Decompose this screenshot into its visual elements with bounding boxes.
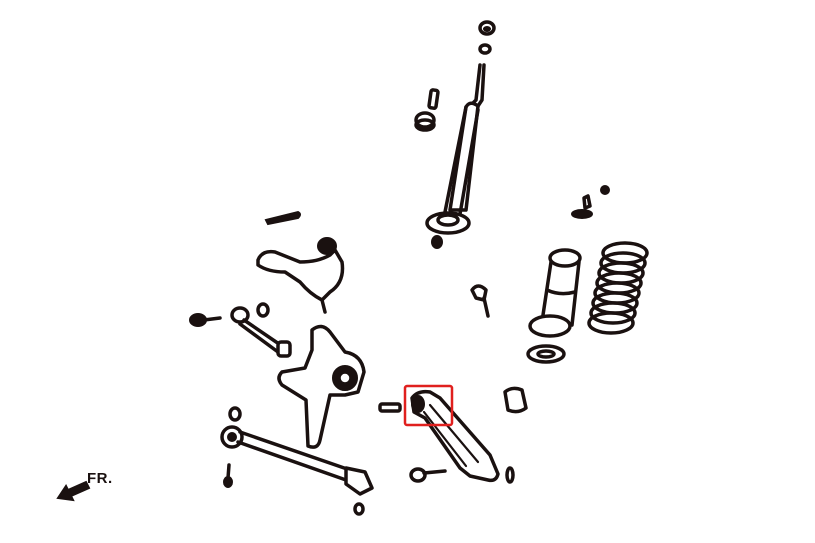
arrow-left-down-icon [56, 480, 91, 502]
lower-control-arm [410, 389, 500, 483]
trailing-rod [220, 425, 374, 496]
toe-link [189, 302, 292, 358]
coil-spring [587, 241, 649, 335]
shock-upper-nut [478, 20, 496, 36]
lower-arm-bolt [378, 402, 402, 413]
spring-upper-nut [571, 185, 610, 219]
shock-absorber [425, 63, 486, 249]
bushing-right [503, 386, 528, 414]
shock-spacer [427, 88, 440, 110]
upper-control-arm [256, 210, 345, 314]
knuckle [277, 324, 366, 449]
bolt-center [470, 284, 490, 318]
highlight-box [403, 384, 454, 427]
shock-upper-washer [478, 43, 492, 55]
spring-insulator-bump-stop [526, 248, 582, 364]
shock-bushing [414, 111, 436, 132]
front-direction-label: FR. [87, 470, 113, 487]
nuts-small [223, 406, 515, 516]
